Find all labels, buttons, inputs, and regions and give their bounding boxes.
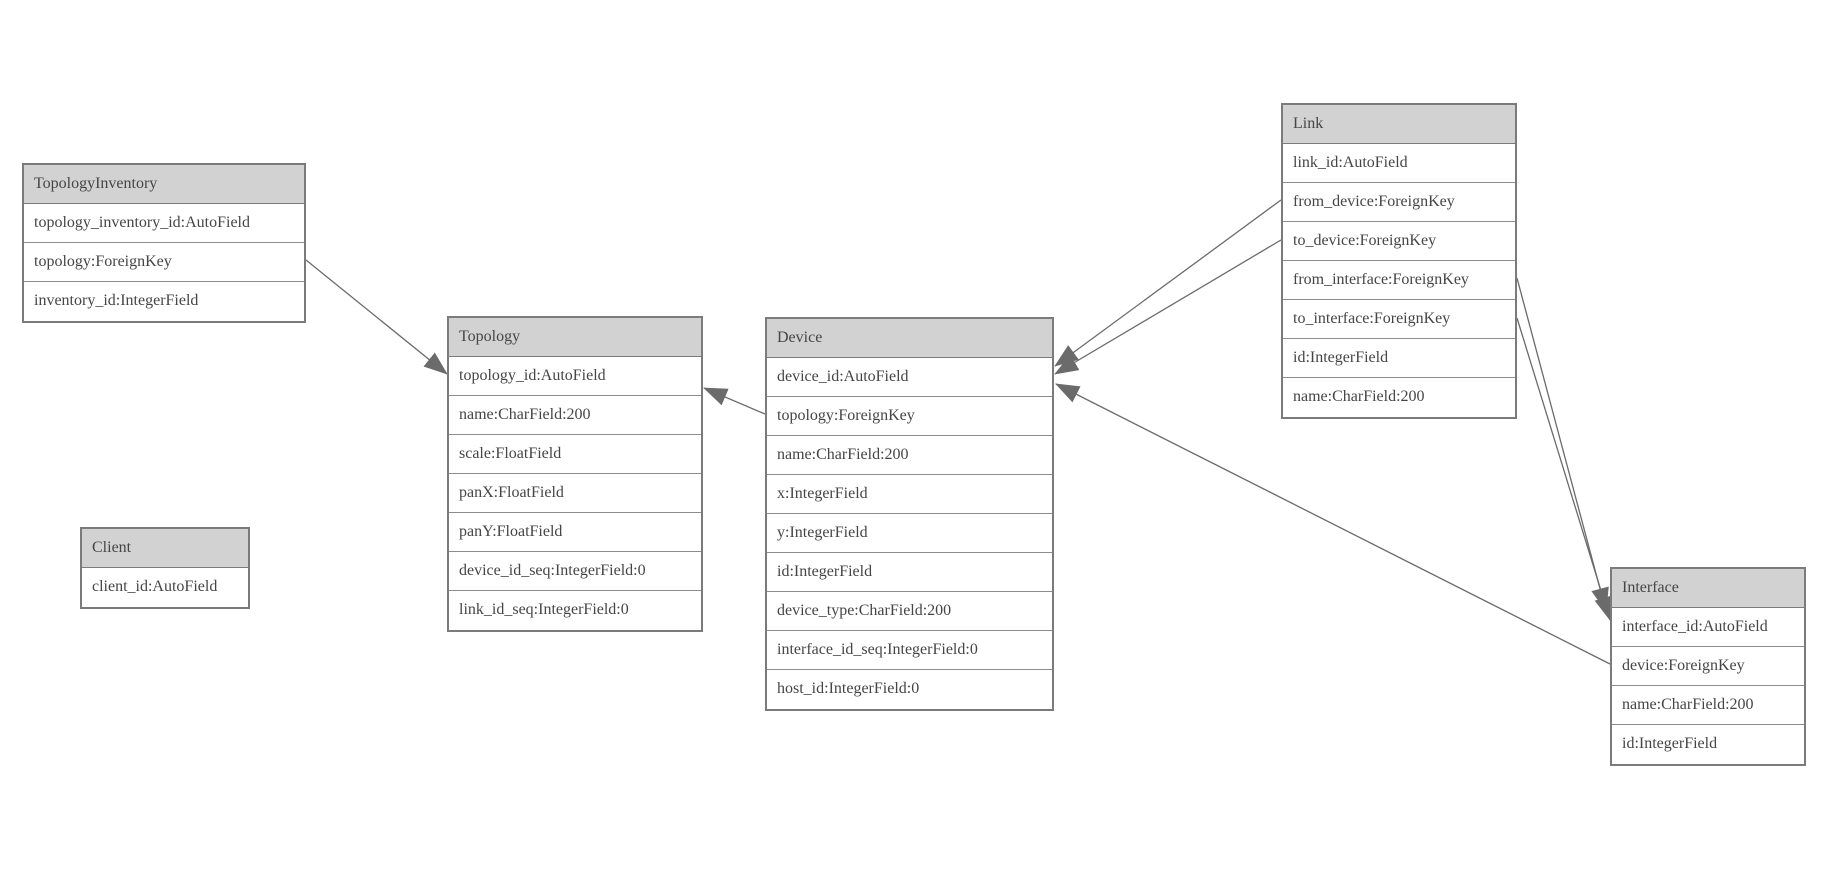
field-ti-topology: topology:ForeignKey xyxy=(24,243,304,282)
field-link_id: link_id:AutoField xyxy=(1283,144,1515,183)
entity-title-device: Device xyxy=(767,319,1052,358)
field-interface_id_seq: interface_id_seq:IntegerField:0 xyxy=(767,631,1052,670)
entity-device: Device device_id:AutoField topology:Fore… xyxy=(765,317,1054,711)
entity-link: Link link_id:AutoField from_device:Forei… xyxy=(1281,103,1517,419)
field-from_interface: from_interface:ForeignKey xyxy=(1283,261,1515,300)
field-topology-name: name:CharField:200 xyxy=(449,396,701,435)
field-interface-name: name:CharField:200 xyxy=(1612,686,1804,725)
field-to_device: to_device:ForeignKey xyxy=(1283,222,1515,261)
edge-link-fromdevice-device xyxy=(1054,199,1282,367)
field-scale: scale:FloatField xyxy=(449,435,701,474)
field-pany: panY:FloatField xyxy=(449,513,701,552)
field-x: x:IntegerField xyxy=(767,475,1052,514)
field-link_id_seq: link_id_seq:IntegerField:0 xyxy=(449,591,701,630)
edge-device-topology xyxy=(703,387,766,415)
field-device_id: device_id:AutoField xyxy=(767,358,1052,397)
entity-topologyinventory: TopologyInventory topology_inventory_id:… xyxy=(22,163,306,323)
field-device_type: device_type:CharField:200 xyxy=(767,592,1052,631)
entity-title-link: Link xyxy=(1283,105,1515,144)
field-panx: panX:FloatField xyxy=(449,474,701,513)
field-device-topology: topology:ForeignKey xyxy=(767,397,1052,436)
field-device-name: name:CharField:200 xyxy=(767,436,1052,475)
edge-interface-device xyxy=(1055,383,1611,665)
field-inventory_id: inventory_id:IntegerField xyxy=(24,282,304,321)
entity-title-client: Client xyxy=(82,529,248,568)
entity-interface: Interface interface_id:AutoField device:… xyxy=(1610,567,1806,766)
entity-topology: Topology topology_id:AutoField name:Char… xyxy=(447,316,703,632)
field-link-name: name:CharField:200 xyxy=(1283,378,1515,417)
field-to_interface: to_interface:ForeignKey xyxy=(1283,300,1515,339)
field-from_device: from_device:ForeignKey xyxy=(1283,183,1515,222)
field-device_id_seq: device_id_seq:IntegerField:0 xyxy=(449,552,701,591)
entity-title-interface: Interface xyxy=(1612,569,1804,608)
field-client_id: client_id:AutoField xyxy=(82,568,248,607)
field-link-id: id:IntegerField xyxy=(1283,339,1515,378)
field-interface_id: interface_id:AutoField xyxy=(1612,608,1804,647)
field-y: y:IntegerField xyxy=(767,514,1052,553)
edge-topologyinventory-topology xyxy=(305,259,448,375)
edge-link-frominterface-interface xyxy=(1516,277,1609,612)
entity-title-topology: Topology xyxy=(449,318,701,357)
field-topology_inventory_id: topology_inventory_id:AutoField xyxy=(24,204,304,243)
entity-client: Client client_id:AutoField xyxy=(80,527,250,609)
field-device-id: id:IntegerField xyxy=(767,553,1052,592)
field-interface-device: device:ForeignKey xyxy=(1612,647,1804,686)
edge-link-tointerface-interface xyxy=(1516,317,1612,621)
entity-title-topologyinventory: TopologyInventory xyxy=(24,165,304,204)
edge-link-todevice-device xyxy=(1054,239,1282,375)
field-topology_id: topology_id:AutoField xyxy=(449,357,701,396)
field-host_id: host_id:IntegerField:0 xyxy=(767,670,1052,709)
field-interface-id: id:IntegerField xyxy=(1612,725,1804,764)
